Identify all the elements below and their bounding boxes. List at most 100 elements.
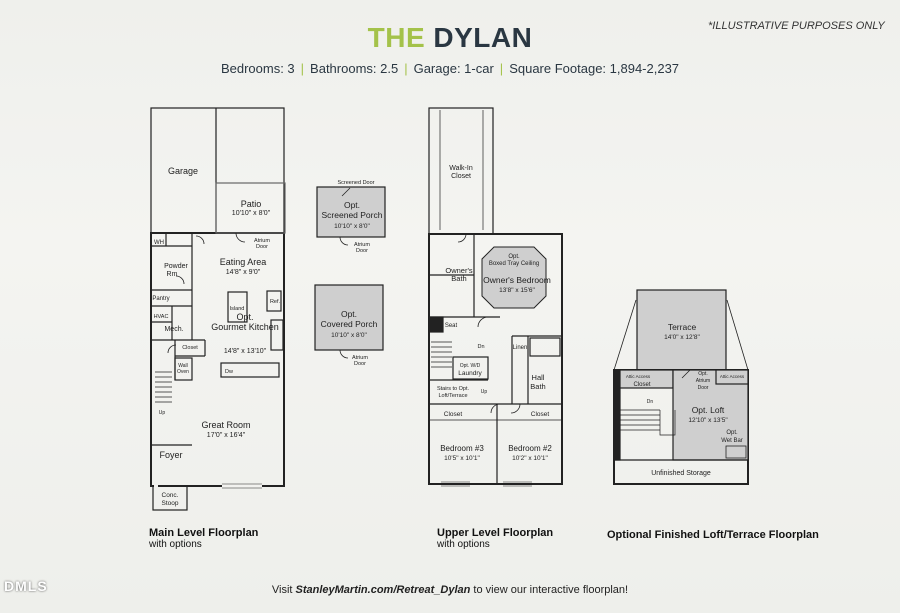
room-mech: Mech. xyxy=(164,326,183,333)
stat-bedrooms: Bedrooms: 3 xyxy=(220,61,295,76)
label-screened-door: Screened Door xyxy=(338,180,375,186)
caption-main-title: Main Level Floorplan xyxy=(149,527,259,539)
label-atrium: Atrium xyxy=(696,378,710,384)
footer-link[interactable]: StanleyMartin.com/Retreat_Dylan xyxy=(295,584,471,596)
label-ref: Ref. xyxy=(270,299,281,305)
room-owners-bedroom: Owner's Bedroom xyxy=(483,275,551,285)
title-part-1: THE xyxy=(367,22,426,53)
mls-watermark: DMLS xyxy=(4,578,48,594)
label-attic-access-left: Attic Access xyxy=(626,374,651,379)
caption-upper-sub: with options xyxy=(437,539,490,550)
label-hvac: HVAC xyxy=(154,314,169,320)
label-atrium-2: Door xyxy=(356,248,368,254)
label-island: Island xyxy=(230,306,245,312)
label-atrium-covered-2: Door xyxy=(354,361,366,367)
room-covered-porch: Covered Porch xyxy=(321,319,378,329)
laundry-opt: Opt. W/D xyxy=(460,363,481,369)
label-wall-oven: Wall xyxy=(178,363,188,369)
label-atrium-door: Door xyxy=(698,385,709,391)
room-bedroom-3: Bedroom #3 xyxy=(440,444,484,453)
label-stairs-to-loft-2: Loft/Terrace xyxy=(438,393,467,399)
bedroom-2-dimensions: 10'2" x 10'1" xyxy=(512,455,548,462)
room-powder-rm: Rm xyxy=(167,271,178,278)
label-stairs-to-loft: Stairs to Opt. xyxy=(437,386,470,392)
upper-level-plan: Walk-In Closet Opt. Boxed Tray Ceiling O… xyxy=(428,107,563,487)
screened-porch-opt: Opt. xyxy=(344,200,360,210)
room-gourmet-kitchen: Gourmet Kitchen xyxy=(211,322,279,332)
title-part-2: DYLAN xyxy=(433,22,533,53)
room-pantry: Pantry xyxy=(152,296,169,302)
main-level-plan: Garage Patio 10'10" x 8'0" WH Atrium Doo… xyxy=(150,107,386,511)
label-attic-access-right: Attic Access xyxy=(720,374,745,379)
room-powder: Powder xyxy=(164,263,188,270)
disclaimer: *ILLUSTRATIVE PURPOSES ONLY xyxy=(708,20,885,32)
stat-bathrooms: Bathrooms: 2.5 xyxy=(310,61,399,76)
covered-porch-opt: Opt. xyxy=(341,309,357,319)
page-title: THE DYLAN xyxy=(0,22,900,54)
room-hall-bath-2: Bath xyxy=(530,382,545,391)
stat-separator: | xyxy=(300,61,305,76)
label-boxed-tray-ceiling: Boxed Tray Ceiling xyxy=(489,261,539,267)
room-hall-bath: Hall xyxy=(532,373,545,382)
room-walk-in-closet-2: Closet xyxy=(451,173,471,180)
footer-note: Visit StanleyMartin.com/Retreat_Dylan to… xyxy=(0,584,900,596)
caption-upper-title: Upper Level Floorplan xyxy=(437,527,554,539)
footer-post: to view our interactive floorplan! xyxy=(470,584,629,596)
home-stats: Bedrooms: 3 | Bathrooms: 2.5 | Garage: 1-car… xyxy=(0,61,900,76)
label-dn: Dn xyxy=(477,344,484,350)
room-opt-loft: Opt. Loft xyxy=(692,405,725,415)
label-stoop-2: Stoop xyxy=(162,500,179,507)
room-eating-area: Eating Area xyxy=(220,257,267,267)
label-closet-bed3: Closet xyxy=(444,411,463,418)
loft-level-plan: Terrace 14'0" x 12'8" Attic Access Close… xyxy=(613,289,749,485)
room-owners-bath-2: Bath xyxy=(451,274,466,283)
caption-main-level: Main Level Floorplan with options xyxy=(149,527,258,550)
room-screened-porch: Screened Porch xyxy=(322,210,383,220)
bedroom-3-dimensions: 10'5" x 10'1" xyxy=(444,455,480,462)
room-terrace: Terrace xyxy=(668,322,697,332)
stat-separator: | xyxy=(499,61,504,76)
label-up: Up xyxy=(159,410,166,416)
label-dn: Dn xyxy=(647,399,654,405)
stat-garage: Garage: 1-car xyxy=(413,61,494,76)
label-atrium-door-2: Door xyxy=(256,244,268,250)
kitchen-opt: Opt. xyxy=(236,312,253,322)
terrace-dimensions: 14'0" x 12'8" xyxy=(664,334,700,341)
screened-porch-dimensions: 10'10" x 8'0" xyxy=(334,223,370,230)
stat-square-footage: Square Footage: 1,894-2,237 xyxy=(509,61,680,76)
caption-main-sub: with options xyxy=(149,539,202,550)
label-wet-bar: Wet Bar xyxy=(721,438,743,444)
room-foyer: Foyer xyxy=(159,450,182,460)
stat-separator: | xyxy=(404,61,408,76)
label-closet-bed2: Closet xyxy=(531,411,550,418)
room-great-room: Great Room xyxy=(201,420,250,430)
label-up: Up xyxy=(481,389,488,395)
label-seat: Seat xyxy=(445,323,458,329)
label-atrium-door: Atrium xyxy=(254,238,270,244)
caption-upper-level: Upper Level Floorplan with options xyxy=(437,527,553,550)
wet-bar-opt: Opt. xyxy=(726,430,738,436)
label-wh: WH xyxy=(154,240,164,246)
kitchen-dimensions: 14'8" x 13'10" xyxy=(224,348,267,355)
caption-loft-title: Optional Finished Loft/Terrace Floorplan xyxy=(607,529,819,541)
owners-bedroom-dimensions: 13'8" x 15'6" xyxy=(499,287,535,294)
great-room-dimensions: 17'0" x 16'4" xyxy=(207,432,246,439)
covered-porch-dimensions: 10'10" x 8'0" xyxy=(331,332,367,339)
atrium-opt: Opt. xyxy=(698,371,707,377)
room-laundry: Laundry xyxy=(458,370,482,377)
label-closet: Closet xyxy=(633,382,650,388)
label-atrium: Atrium xyxy=(354,242,370,248)
room-garage: Garage xyxy=(168,166,198,176)
label-atrium-covered: Atrium xyxy=(352,355,368,361)
caption-loft-level: Optional Finished Loft/Terrace Floorplan xyxy=(607,529,819,541)
label-dw: Dw xyxy=(225,369,233,375)
eating-dimensions: 14'8" x 9'0" xyxy=(226,269,261,276)
room-owners-bath: Owner's xyxy=(445,266,473,275)
label-linen: Linen xyxy=(513,345,528,351)
room-walk-in-closet: Walk-In xyxy=(449,165,473,172)
footer-pre: Visit xyxy=(271,584,296,596)
room-patio: Patio xyxy=(241,199,262,209)
patio-dimensions: 10'10" x 8'0" xyxy=(232,210,271,217)
room-bedroom-2: Bedroom #2 xyxy=(508,444,552,453)
